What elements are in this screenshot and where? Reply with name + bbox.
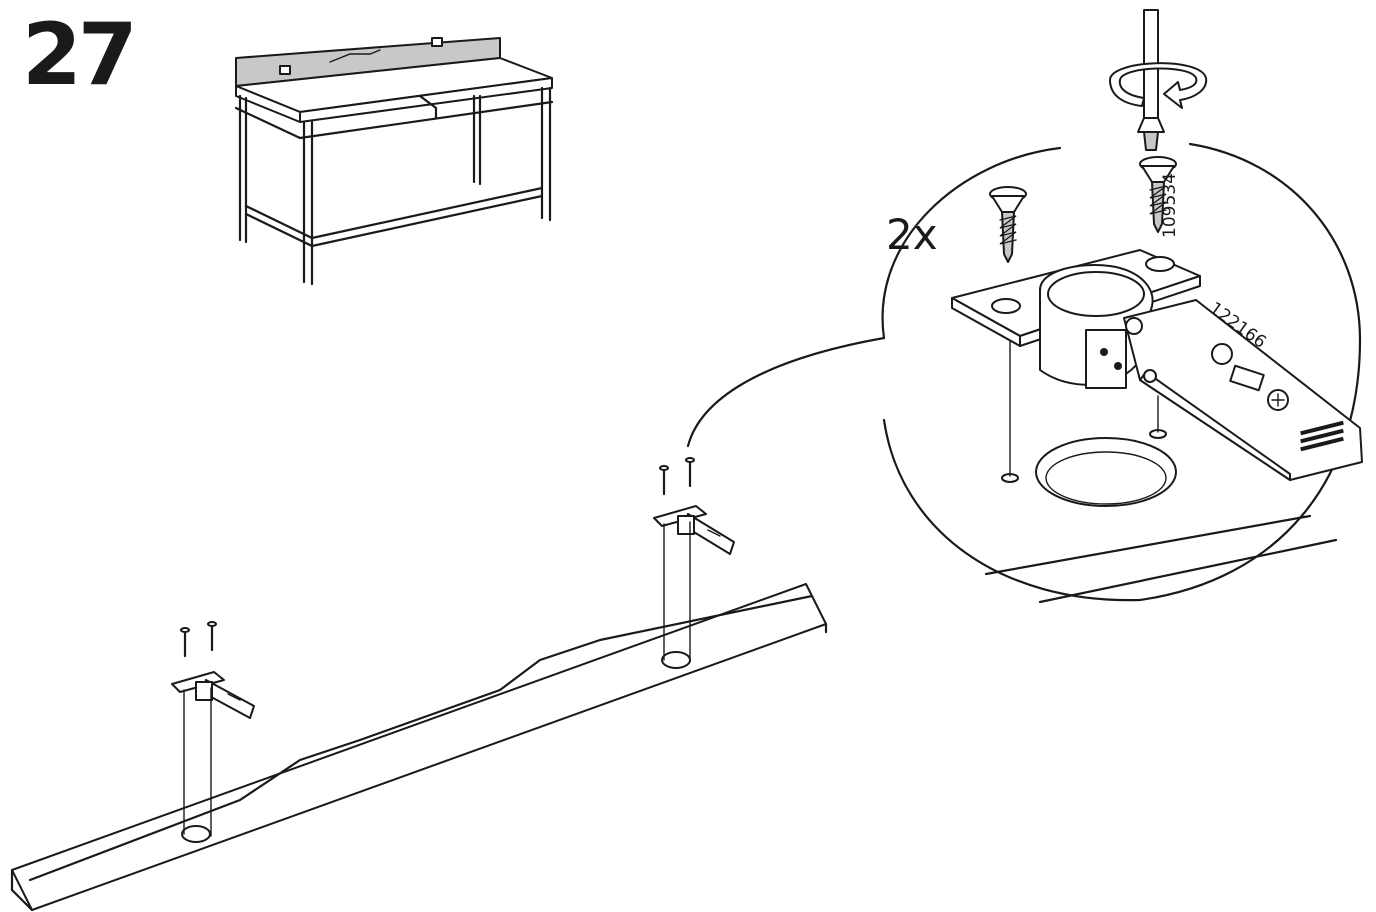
screw-icon: [659, 457, 695, 496]
quantity-label: 2x: [886, 210, 938, 259]
hinge-icon: [171, 671, 255, 719]
detail-callout: [881, 142, 1363, 604]
back-panel: [10, 583, 828, 912]
clockwise-rotation-icon: [1109, 62, 1208, 109]
screw-icon: [989, 186, 1027, 263]
desk-overview-icon: [234, 37, 554, 286]
screw-icon: [1139, 156, 1177, 233]
screwdriver-icon: [1137, 9, 1165, 151]
hinge-icon: [653, 505, 735, 555]
screw-part-number: 109534: [1160, 173, 1180, 238]
screw-icon: [180, 621, 217, 658]
step-number: 27: [22, 5, 138, 105]
